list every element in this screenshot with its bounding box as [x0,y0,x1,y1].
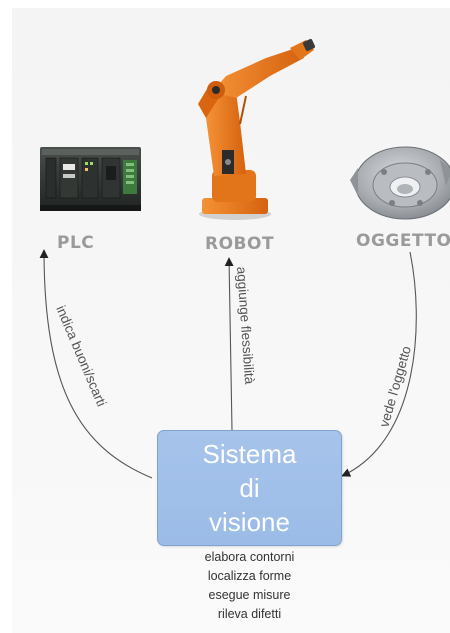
vision-task-list: elabora contorni localizza forme esegue … [157,548,342,624]
edge-label-to-plc: indica buoni/scarti [53,303,109,408]
vision-task-item: esegue misure [208,588,291,602]
vision-system-box: Sistema di visione [157,430,342,546]
robot-label: ROBOT [205,234,275,254]
vision-system-line-3: visione [209,507,290,537]
edge-label-to-robot: aggiunge flessibilità [234,266,257,385]
oggetto-image [350,146,450,220]
plc-label: PLC [57,233,95,253]
plc-image [40,147,141,211]
edge-to-plc [39,249,153,479]
vision-task-item: rileva difetti [217,607,282,621]
vision-system-line-1: Sistema [202,439,297,469]
vision-task-item: elabora contorni [204,550,295,564]
vision-system-line-2: di [239,473,260,503]
oggetto-label: OGGETTO [356,231,450,251]
robot-image [198,39,315,220]
edge-to-robot [224,257,234,431]
vision-task-item: localizza forme [207,569,292,583]
edge-from-oggetto [341,251,417,477]
